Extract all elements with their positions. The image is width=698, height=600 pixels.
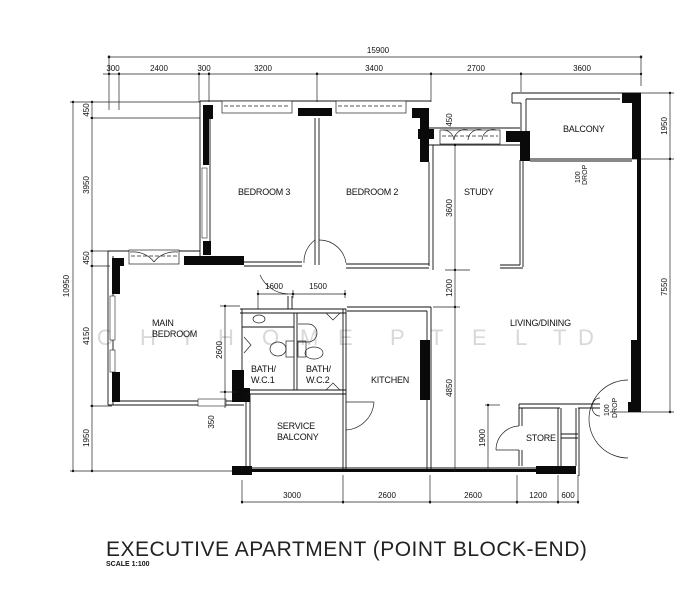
dim-top-6: 3600 bbox=[573, 64, 591, 73]
dim-left-1: 3950 bbox=[82, 176, 91, 194]
label-main-bedroom-1: MAIN bbox=[152, 318, 174, 328]
dim-top-0: 300 bbox=[106, 64, 120, 73]
dim-left-3: 4150 bbox=[82, 327, 91, 345]
svg-text:E: E bbox=[338, 325, 353, 350]
dim-left-2: 450 bbox=[82, 251, 91, 265]
right-dimensions: 1950 7550 bbox=[610, 91, 674, 414]
dim-bottom-3: 1200 bbox=[529, 491, 547, 500]
label-bedroom-2: BEDROOM 2 bbox=[346, 187, 398, 197]
svg-text:T: T bbox=[430, 325, 443, 350]
drop-notes: 100 DROP 100 DROP bbox=[575, 164, 619, 418]
label-bath2-1: BATH/ bbox=[306, 364, 332, 374]
svg-text:T: T bbox=[553, 325, 566, 350]
dim-right-0: 1950 bbox=[660, 117, 669, 135]
dim-bottom-1: 2600 bbox=[378, 491, 396, 500]
left-dimensions: 10950 450 3950 450 4150 1950 bbox=[62, 100, 232, 473]
dim-study-450: 450 bbox=[445, 113, 454, 127]
svg-text:D: D bbox=[578, 325, 594, 350]
dim-store-1900: 1900 bbox=[478, 429, 487, 447]
label-living-dining: LIVING/DINING bbox=[510, 318, 571, 328]
dim-bottom-4: 600 bbox=[561, 491, 575, 500]
dim-left-0: 450 bbox=[82, 103, 91, 117]
svg-text:P: P bbox=[390, 325, 405, 350]
label-kitchen: KITCHEN bbox=[371, 375, 409, 385]
svg-text:H: H bbox=[140, 325, 156, 350]
svg-text:M: M bbox=[300, 325, 318, 350]
label-service-balcony-1: SERVICE bbox=[277, 421, 315, 431]
label-bath1-2: W.C.1 bbox=[251, 375, 275, 385]
dim-study-1200: 1200 bbox=[445, 279, 454, 297]
dim-top-1: 2400 bbox=[150, 64, 168, 73]
label-main-bedroom-2: BEDROOM bbox=[152, 329, 197, 339]
label-bedroom-3: BEDROOM 3 bbox=[238, 187, 290, 197]
label-service-balcony-2: BALCONY bbox=[277, 432, 319, 442]
plan-title: EXECUTIVE APARTMENT (POINT BLOCK-END) bbox=[106, 538, 587, 561]
svg-text:Y: Y bbox=[180, 325, 195, 350]
svg-text:L: L bbox=[515, 325, 527, 350]
label-study: STUDY bbox=[464, 187, 494, 197]
dim-top-3: 3200 bbox=[254, 64, 272, 73]
dim-bottom-0: 3000 bbox=[283, 491, 301, 500]
svg-text:E: E bbox=[472, 325, 487, 350]
dim-left-4: 1950 bbox=[82, 429, 91, 447]
dim-study-3600: 3600 bbox=[445, 199, 454, 217]
label-bath2-2: W.C.2 bbox=[306, 375, 330, 385]
dim-left-total: 10950 bbox=[62, 274, 71, 297]
drop-label-balcony: DROP bbox=[582, 164, 589, 185]
label-store: STORE bbox=[526, 433, 556, 443]
watermark: O H Y H O M E P T E L T D bbox=[97, 325, 594, 350]
top-dimensions: 15900 300 2400 300 3200 3400 2700 3600 bbox=[103, 46, 643, 110]
dim-bath-1500: 1500 bbox=[309, 282, 327, 291]
dim-top-total: 15900 bbox=[367, 46, 390, 55]
inner-dimensions: 3600 1200 4850 450 1900 1600 1500 2600 3… bbox=[207, 113, 500, 471]
drop-value-entrance: 100 bbox=[604, 404, 611, 416]
svg-text:H: H bbox=[218, 325, 234, 350]
label-bath1-1: BATH/ bbox=[251, 364, 277, 374]
dim-bottom-2: 2600 bbox=[464, 491, 482, 500]
walls bbox=[107, 92, 641, 476]
bottom-dimensions: 3000 2600 2600 1200 600 bbox=[240, 475, 580, 504]
dim-bath-1600: 1600 bbox=[265, 282, 283, 291]
plan-scale: SCALE 1:100 bbox=[106, 561, 150, 568]
drop-label-entrance: DROP bbox=[612, 397, 619, 418]
dim-bath-2600: 2600 bbox=[215, 341, 224, 359]
room-labels: BEDROOM 3 BEDROOM 2 STUDY BALCONY MAIN B… bbox=[152, 124, 605, 443]
dim-top-4: 3400 bbox=[365, 64, 383, 73]
drop-value-balcony: 100 bbox=[575, 171, 582, 183]
svg-text:O: O bbox=[262, 325, 279, 350]
dim-right-1: 7550 bbox=[660, 278, 669, 296]
dim-top-5: 2700 bbox=[467, 64, 485, 73]
dim-top-2: 300 bbox=[197, 64, 211, 73]
label-balcony: BALCONY bbox=[563, 124, 605, 134]
dim-living-4850: 4850 bbox=[445, 379, 454, 397]
dim-bath-350: 350 bbox=[207, 415, 216, 429]
